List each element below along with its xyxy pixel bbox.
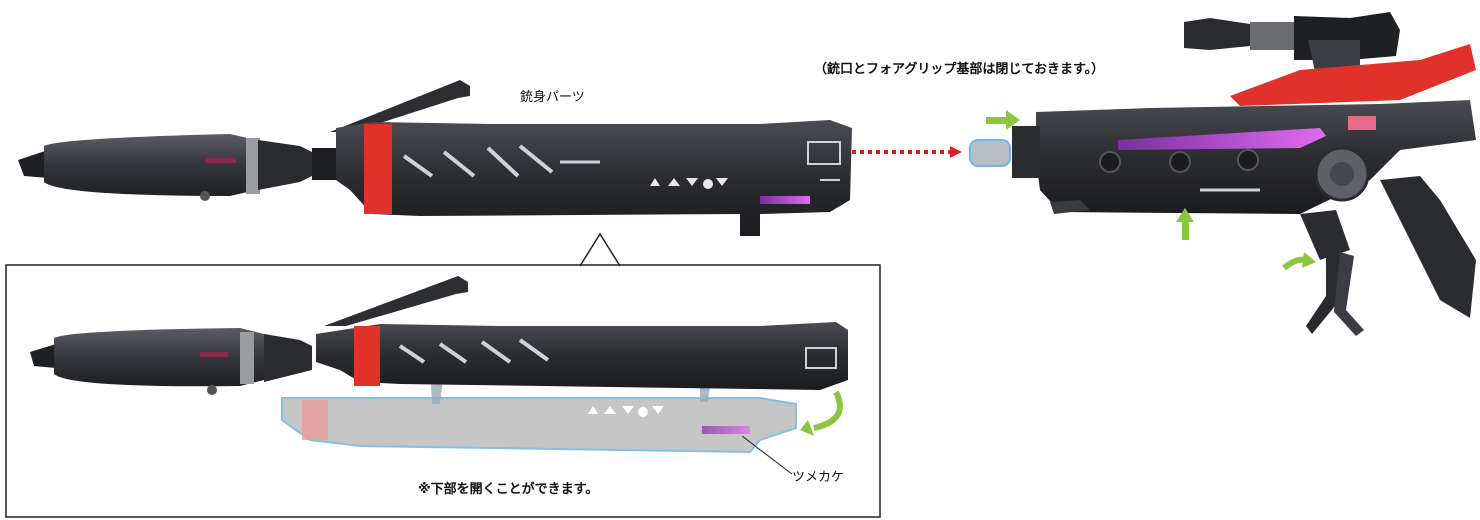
red-dotted-arrow — [852, 146, 962, 158]
green-arrow-right — [986, 110, 1020, 130]
rifle-full — [969, 12, 1476, 336]
green-arrow-open — [800, 390, 843, 436]
barrel-parts-label: 銃身パーツ — [520, 90, 585, 105]
claw-tab-label: ツメカケ — [792, 470, 845, 485]
note-open-bottom-label: ※下部を開くことができます。 — [418, 482, 599, 497]
green-arrow-up — [1176, 208, 1194, 240]
barrel-assembled — [18, 80, 852, 236]
callout-pointer — [579, 232, 621, 267]
note-close-label: （銃口とフォアグリップ基部は閉じておきます。） — [814, 62, 1105, 77]
green-arrow-curve — [1282, 252, 1316, 271]
inset-frame — [5, 264, 881, 518]
barrel-open — [30, 276, 848, 454]
claw-tab-pointer — [741, 435, 793, 475]
